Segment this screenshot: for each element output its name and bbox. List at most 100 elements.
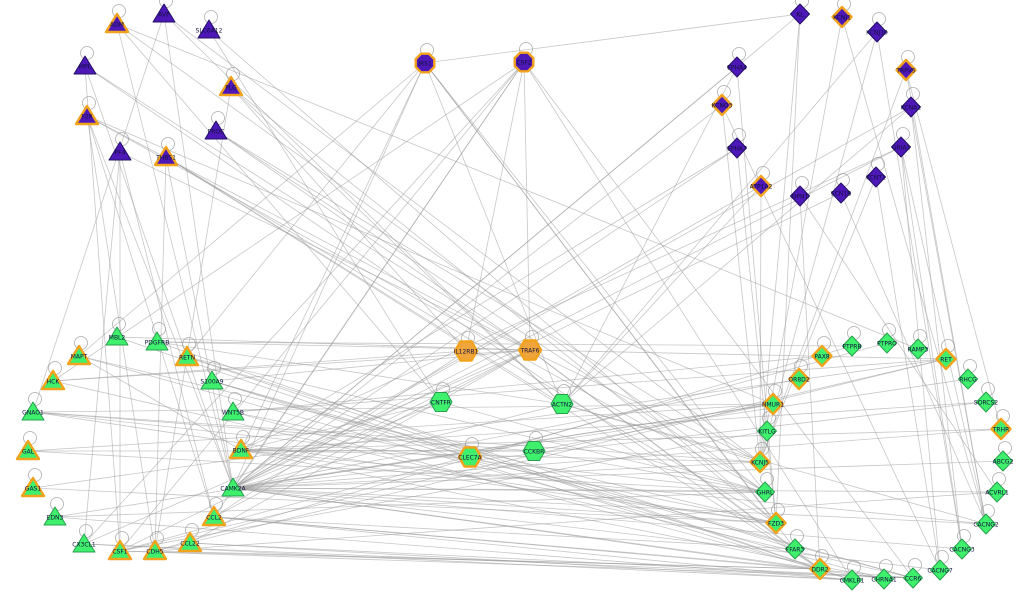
node-KCNA1[interactable]: KCNA1 [901,96,921,118]
node-shape-triangle [104,12,130,34]
node-PLG[interactable]: PLG [218,75,244,97]
edge-EPHA7-BDNF [240,147,738,451]
node-CCL2[interactable]: CCL2 [201,505,227,527]
edge-HCK-TRAF6 [52,349,531,382]
node-GAL[interactable]: GAL [15,439,41,461]
node-CNTFR[interactable]: CNTFR [429,392,453,412]
node-shape-diamond [765,511,787,535]
node-KL[interactable]: KL [790,3,810,25]
node-MBL2[interactable]: MBL2 [105,326,129,346]
node-ADM[interactable]: ADM [104,12,130,34]
edge-KCNJ10-KCNJ5 [759,31,878,463]
edge-IRS1-KL [424,13,801,64]
node-KCNQ3[interactable]: KCNQ3 [711,93,733,117]
edge-BDNF-CHRNA1 [240,449,885,580]
node-KCNJ10[interactable]: KCNJ10 [866,21,888,43]
node-EPHA7[interactable]: EPHA7 [727,137,747,159]
node-shape-triangle [15,439,41,461]
edge-KL-FZD3 [775,13,801,524]
node-NPNT[interactable]: NPNT [790,185,810,207]
edge-CAMK2A-DDR2 [232,487,821,570]
node-SCN1B[interactable]: SCN1B [831,182,851,204]
node-GNAO1[interactable]: GNAO1 [21,401,45,421]
node-IRS1[interactable]: IRS1 [414,52,436,74]
node-BDNF[interactable]: BDNF [228,438,254,460]
self-loop-SLC6A12 [204,10,218,24]
edge-KCNJ10-CACNG3 [876,31,963,550]
edge-CSF2-CSF1 [119,61,525,552]
edge-THBS1-FZD3 [165,156,777,524]
node-shape-diamond [788,367,810,391]
edge-KCNQ3-CAMK2A [232,104,723,489]
edge-KCNT1-KCNJ5 [759,176,877,463]
node-MAPT[interactable]: MAPT [66,344,92,366]
node-KCNJ1[interactable]: KCNJ1 [831,5,853,29]
node-PTPRO[interactable]: PTPRO [877,332,897,354]
node-CCKBR[interactable]: CCKBR [522,441,546,461]
node-ATP1A2[interactable]: ATP1A2 [750,174,773,198]
edge-BDNF-FZD3 [240,449,777,524]
edge-PROC-KCNJ5 [215,130,761,463]
edge-CSF2-CX3CL1 [83,61,525,545]
edge-PROC-GHRL [215,130,766,493]
edge-CCL2-TRAF6 [213,349,531,518]
node-shape-diamond [757,420,777,442]
edge-CSF2-CCR6 [523,61,914,579]
edge-CCL2-FFAR3 [213,516,796,550]
node-CACNG2[interactable]: CACNG2 [973,513,999,535]
node-SORCS2[interactable]: SORCS2 [974,391,998,413]
node-shape-diamond [750,174,772,198]
edge-RETN-GHRL [186,356,766,493]
edge-MPL-CSF1 [84,65,121,552]
edge-CAMK2A-ACTN2 [232,403,563,489]
node-THBS1[interactable]: THBS1 [153,145,179,167]
node-MPL[interactable]: MPL [73,55,97,75]
node-CSF2[interactable]: CSF2 [513,51,535,73]
edge-GNAO1-GHRL [32,411,766,493]
node-TRPV5[interactable]: TRPV5 [895,58,917,82]
node-shape-diamond [976,513,996,535]
edge-F2R-CCL2 [86,115,215,518]
node-SLC6A12[interactable]: SLC6A12 [196,19,223,39]
node-shape-diamond [976,391,996,413]
node-shape-diamond [958,368,978,390]
self-loop-EDN3 [50,497,64,511]
edge-ADM-RAMP3 [116,23,919,350]
edge-CDH5-PTPRB [154,345,853,552]
node-shape-diamond [811,344,833,368]
node-IL12RB1[interactable]: IL12RB1 [454,340,479,362]
node-shape-hexagon [522,441,546,461]
node-shape-diamond [877,332,897,354]
node-shape-triangle [108,141,132,161]
node-TRAF6[interactable]: TRAF6 [517,339,543,361]
node-CX3CL1[interactable]: CX3CL1 [72,533,96,553]
edge-PROC-TRAF6 [215,130,531,351]
node-RAMP3[interactable]: RAMP3 [908,338,929,360]
node-AVP[interactable]: AVP [152,3,176,23]
node-CCR6[interactable]: CCR6 [903,567,923,589]
node-OR8D2[interactable]: OR8D2 [788,367,810,391]
edge-ADM-GHRL [116,23,766,493]
edge-IRS1-FZD3 [424,62,777,524]
edge-CSF2-IL12RB1 [465,61,525,352]
node-PAX8[interactable]: PAX8 [811,344,833,368]
node-F2R[interactable]: F2R [74,104,100,126]
node-PTPRB[interactable]: PTPRB [842,335,862,357]
node-ABCG2[interactable]: ABCG2 [993,450,1014,472]
node-ACVRL1[interactable]: ACVRL1 [985,481,1009,503]
node-shape-diamond [867,21,887,43]
node-PDGFRB[interactable]: PDGFRB [145,331,170,351]
node-EPHA4[interactable]: EPHA4 [727,56,747,78]
edge-EDN3-CMKLR1 [54,516,853,581]
node-CACNG7[interactable]: CACNG7 [927,559,953,581]
node-shape-diamond [952,538,972,560]
node-GRIA1[interactable]: GRIA1 [891,136,911,158]
node-ACTN2[interactable]: ACTN2 [550,394,574,414]
node-CACNG3[interactable]: CACNG3 [949,538,975,560]
edge-S100A9-CLEC7A [211,380,471,458]
node-TRHR[interactable]: TRHR [990,417,1012,441]
node-CCL22[interactable]: CCL22 [177,531,203,553]
node-CSF1[interactable]: CSF1 [107,539,133,561]
